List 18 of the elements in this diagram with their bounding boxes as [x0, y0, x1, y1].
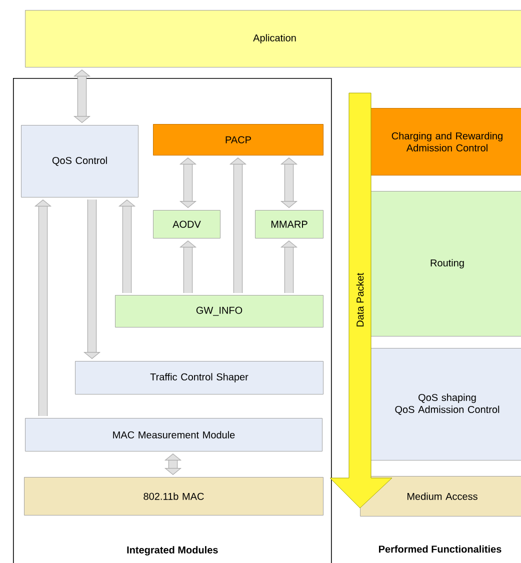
module-box: AODV: [153, 210, 220, 238]
block-arrow: [164, 454, 182, 475]
layer-box: Aplication: [25, 10, 521, 68]
block-arrow: [280, 158, 298, 208]
function-box: QoS shaping QoS Admission Control: [370, 348, 521, 460]
module-box: MAC Measurement Module: [25, 418, 322, 452]
function-box: Medium Access: [360, 476, 521, 516]
function-box: Routing: [370, 191, 521, 336]
block-arrow: [179, 158, 197, 208]
function-box: Charging and Rewarding Admission Control: [370, 108, 521, 176]
module-box: GW_INFO: [115, 295, 324, 328]
module-box: 802.11b MAC: [24, 477, 324, 516]
module-box: MMARP: [255, 210, 324, 238]
module-box: PACP: [153, 124, 324, 156]
block-arrow: [73, 70, 91, 123]
column-title: Performed Functionalities: [379, 545, 502, 553]
module-box: QoS Control: [21, 125, 138, 198]
module-box: Traffic Control Shaper: [75, 361, 324, 394]
